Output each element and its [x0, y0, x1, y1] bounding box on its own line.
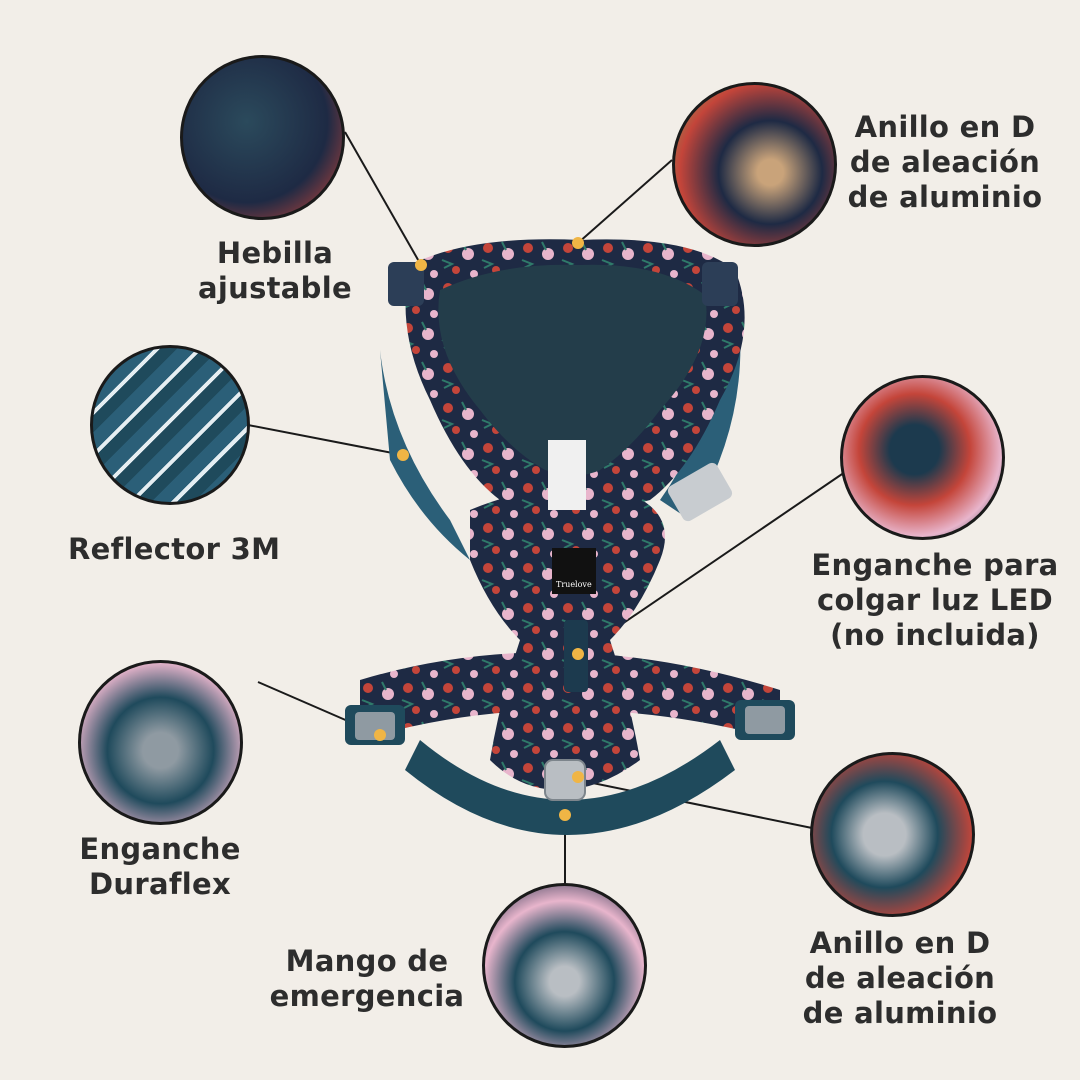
callout-duraflex: Enganche Duraflex — [79, 832, 241, 901]
detail-circle-reflector — [90, 345, 250, 505]
detail-circle-duraflex — [78, 660, 243, 825]
callout-reflector: Reflector 3M — [68, 532, 281, 566]
callout-mango: Mango de emergencia — [269, 944, 465, 1013]
callout-enganche-led: Enganche para colgar luz LED (no incluid… — [811, 548, 1059, 652]
detail-circle-dring-top — [672, 82, 837, 247]
callout-anillo-bottom: Anillo en D de aleación de aluminio — [802, 926, 998, 1030]
detail-circle-handle — [482, 883, 647, 1048]
callout-hebilla: Hebilla ajustable — [198, 236, 352, 305]
callout-anillo-top: Anillo en D de aleación de aluminio — [847, 110, 1043, 214]
detail-circle-led-hook — [840, 375, 1005, 540]
detail-circle-buckle — [180, 55, 345, 220]
detail-circle-dring-bottom — [810, 752, 975, 917]
brand-logo-text: Truelove — [556, 580, 592, 589]
